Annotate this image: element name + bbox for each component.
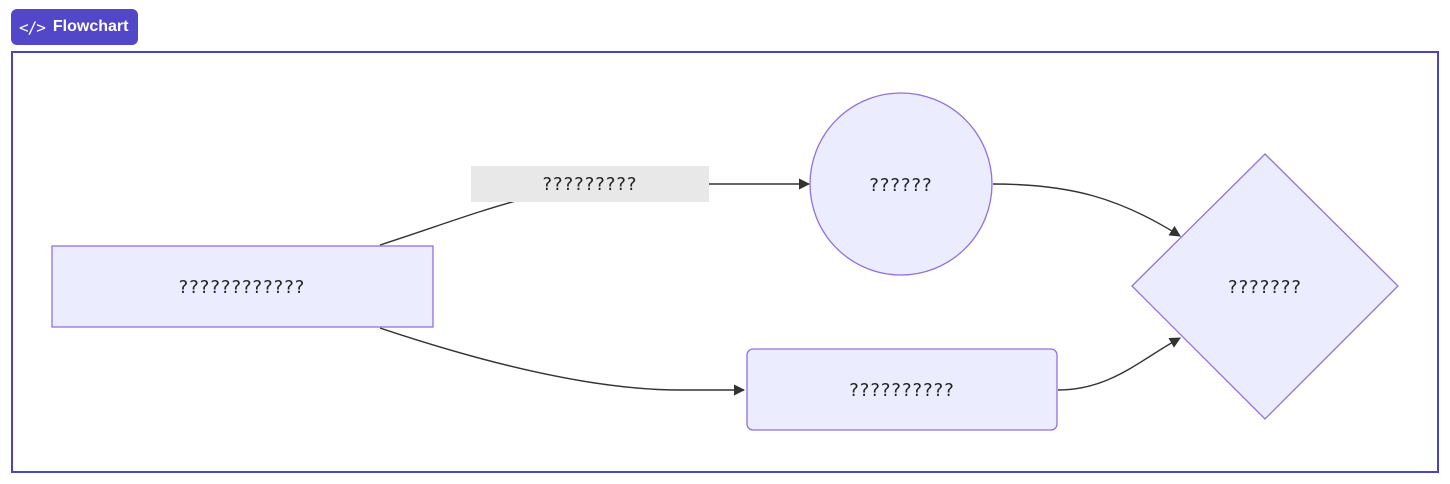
node-circle: ?????? — [809, 92, 993, 276]
flowchart-badge: </> Flowchart — [11, 9, 139, 45]
node-start: ???????????? — [51, 245, 434, 328]
edge-label: ????????? — [471, 166, 709, 202]
node-decision-label: ??????? — [1228, 277, 1302, 298]
edge-start-to-process — [379, 327, 746, 396]
edge-circle-to-decision — [992, 183, 1181, 237]
badge-title: Flowchart — [52, 18, 129, 35]
node-decision: ??????? — [1131, 153, 1399, 420]
node-process: ?????????? — [746, 348, 1058, 431]
node-process-label: ?????????? — [849, 380, 955, 401]
edge-process-to-decision — [1057, 337, 1181, 391]
edge-label-text: ????????? — [543, 174, 638, 195]
node-start-label: ???????????? — [179, 277, 306, 298]
code-icon: </> — [19, 17, 46, 37]
node-circle-label: ?????? — [869, 175, 932, 196]
